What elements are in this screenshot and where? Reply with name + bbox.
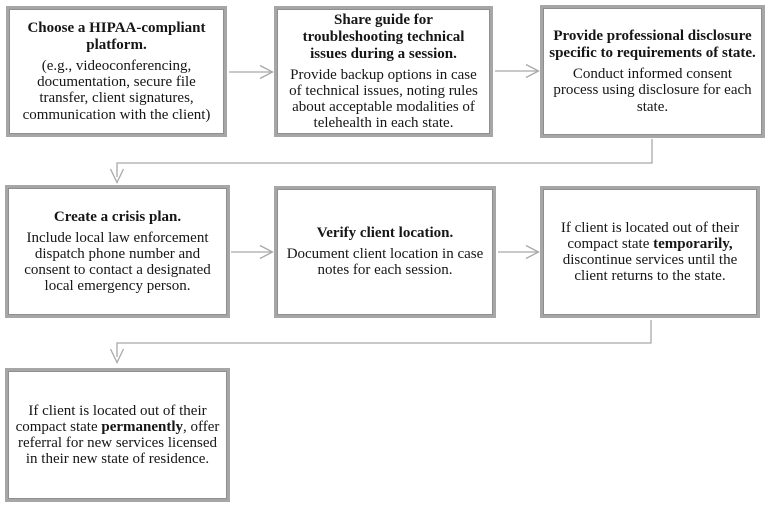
box-body: If client is located out of their compac…: [14, 403, 221, 468]
body-text: If client is located out of their compac…: [560, 219, 740, 252]
flow-box-temporary-out-of-state: If client is located out of their compac…: [540, 186, 760, 318]
arrow-disclosure-to-crisis-icon: [109, 139, 653, 184]
box-body: Include local law enforcement dispatch p…: [24, 229, 211, 295]
box-body: Provide backup options in case of techni…: [289, 66, 478, 132]
flow-box-crisis-plan: Create a crisis plan. Include local law …: [5, 185, 230, 318]
box-body: Document client location in case notes f…: [286, 246, 484, 279]
arrow-choose-to-share-icon: [229, 64, 274, 80]
flow-box-choose-platform: Choose a HIPAA-compliant platform. (e.g.…: [6, 6, 227, 137]
body-text: If client is located out of their compac…: [15, 402, 207, 435]
body-text: , offer referral for new services licens…: [17, 418, 220, 468]
box-title: Create a crisis plan.: [53, 208, 182, 225]
box-body: Conduct informed consent process using d…: [553, 66, 752, 115]
box-title: Choose a HIPAA-compliant platform.: [27, 20, 206, 54]
arrow-verify-to-temporary-icon: [498, 244, 540, 260]
arrow-share-to-disclosure-icon: [495, 63, 540, 79]
flow-box-share-guide: Share guide for troubleshooting technica…: [274, 6, 493, 137]
body-bold-text: temporarily,: [653, 235, 733, 252]
arrow-temporary-to-permanent-icon: [109, 320, 652, 364]
body-text: discontinue services until the client re…: [562, 252, 738, 285]
box-title: Provide professional disclosure specific…: [549, 28, 756, 62]
box-body: If client is located out of their compac…: [549, 220, 751, 285]
flow-box-professional-disclosure: Provide professional disclosure specific…: [540, 5, 765, 138]
body-bold-text: permanently: [101, 418, 184, 435]
box-body: (e.g., videoconferencing, documentation,…: [22, 58, 211, 123]
arrow-crisis-to-verify-icon: [231, 244, 274, 260]
box-title: Share guide for troubleshooting technica…: [302, 11, 465, 62]
flow-box-verify-client-location: Verify client location. Document client …: [274, 186, 496, 318]
flow-box-permanent-out-of-state: If client is located out of their compac…: [5, 368, 230, 502]
box-title: Verify client location.: [316, 225, 454, 242]
